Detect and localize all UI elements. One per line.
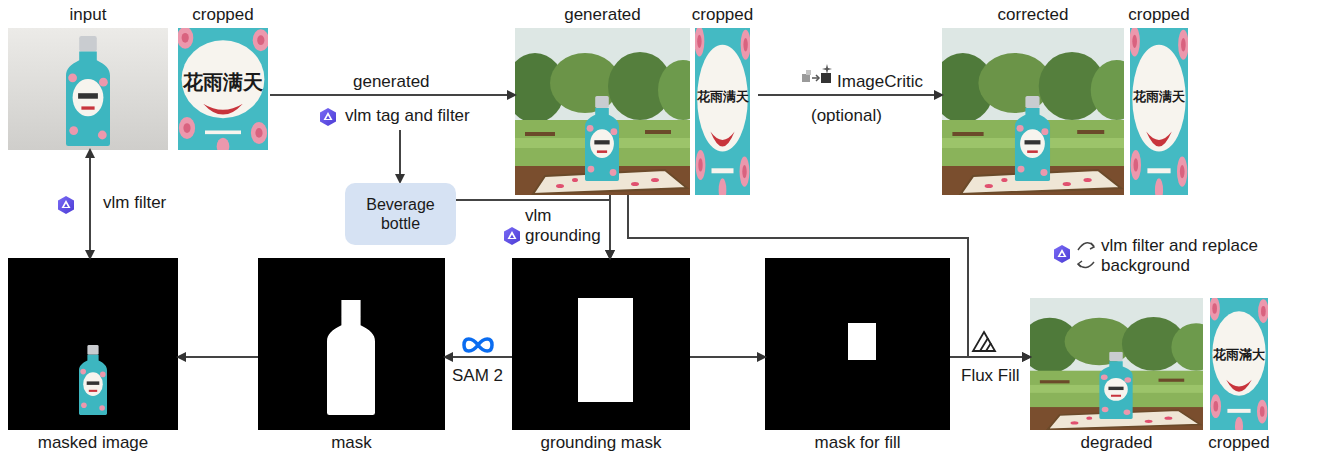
image-caption: mask <box>331 433 372 453</box>
vlm-icon <box>320 108 336 126</box>
image-caption: cropped <box>1208 433 1269 453</box>
grounding-box <box>578 298 633 402</box>
image-caption: cropped <box>1128 5 1189 25</box>
degraded-photo <box>1020 298 1221 430</box>
flux-icon <box>973 332 995 351</box>
flow-arrow <box>628 195 1030 357</box>
flow-arrow <box>609 195 611 258</box>
fill-mask-image: mask for fill <box>765 258 950 430</box>
input-image: input <box>8 28 168 150</box>
image-caption: generated <box>564 5 641 25</box>
image-caption: degraded <box>1081 433 1153 453</box>
label-text: 花雨滿大 <box>1210 346 1268 364</box>
note-label: vlm tag and filter <box>344 106 471 126</box>
crop-photo <box>177 27 269 155</box>
refresh-arrows <box>1078 243 1094 268</box>
masked-image: masked image <box>8 258 178 430</box>
image-caption: corrected <box>998 5 1069 25</box>
fill-mask-photo <box>765 258 950 430</box>
crop-photo <box>1129 26 1188 201</box>
crop-image: cropped花雨满天 <box>1130 28 1188 195</box>
flow-arrow <box>758 94 942 96</box>
mask-silhouette <box>327 300 375 415</box>
degraded-image: degraded <box>1030 298 1203 430</box>
imagecritic-icon <box>802 64 832 83</box>
flow-arrow <box>178 356 258 358</box>
edge-label: vlm filter <box>102 193 167 213</box>
crop-image: cropped花雨滿大 <box>1210 298 1268 430</box>
image-caption: cropped <box>692 5 753 25</box>
flow-arrow <box>456 200 610 258</box>
corrected-image: corrected <box>942 28 1124 195</box>
flow-arrow <box>89 150 91 258</box>
image-caption: masked image <box>38 433 149 453</box>
image-caption: input <box>70 5 107 25</box>
category-tag: Beverage bottle <box>345 183 456 245</box>
flow-arrow <box>445 356 512 358</box>
image-caption: mask for fill <box>815 433 901 453</box>
crop-photo <box>694 26 750 201</box>
corrected-photo <box>932 28 1143 195</box>
note-label: (optional) <box>810 106 883 126</box>
bottle-figure <box>66 36 110 146</box>
crop-image: cropped花雨满天 <box>695 28 750 195</box>
grounding-mask-image: grounding mask <box>512 258 690 430</box>
edge-label: ImageCritic <box>836 72 924 92</box>
generated-photo <box>505 28 708 195</box>
bottle-figure <box>79 345 107 415</box>
mask-image: mask <box>258 258 445 430</box>
label-text: 花雨满天 <box>1130 88 1188 106</box>
edge-label: vlm grounding <box>524 206 604 245</box>
tag-arrow <box>399 130 401 182</box>
fill-box <box>848 323 876 360</box>
image-caption: grounding mask <box>541 433 662 453</box>
grounding-photo <box>512 258 690 430</box>
flow-arrow <box>950 356 1030 358</box>
flow-arrow <box>690 356 765 358</box>
crop-image: cropped花雨满天 <box>178 28 268 150</box>
note-label: vlm filter and replace background <box>1100 236 1274 275</box>
vlm-icon <box>1054 245 1070 263</box>
input-photo <box>8 28 168 150</box>
label-text: 花雨满天 <box>178 69 268 96</box>
generated-image: generated <box>515 28 690 195</box>
edge-label: Flux Fill <box>960 366 1021 386</box>
image-caption: cropped <box>192 5 253 25</box>
masked-photo <box>8 258 178 430</box>
edge-label: generated <box>352 72 431 92</box>
tag-text: Beverage bottle <box>353 195 448 233</box>
label-text: 花雨满天 <box>695 88 750 106</box>
flow-arrow <box>270 94 515 96</box>
meta-icon <box>464 339 492 351</box>
edge-label: SAM 2 <box>451 366 504 386</box>
crop-photo <box>1209 297 1268 436</box>
mask-photo <box>258 258 445 430</box>
vlm-icon <box>504 227 520 245</box>
vlm-icon <box>58 196 74 214</box>
